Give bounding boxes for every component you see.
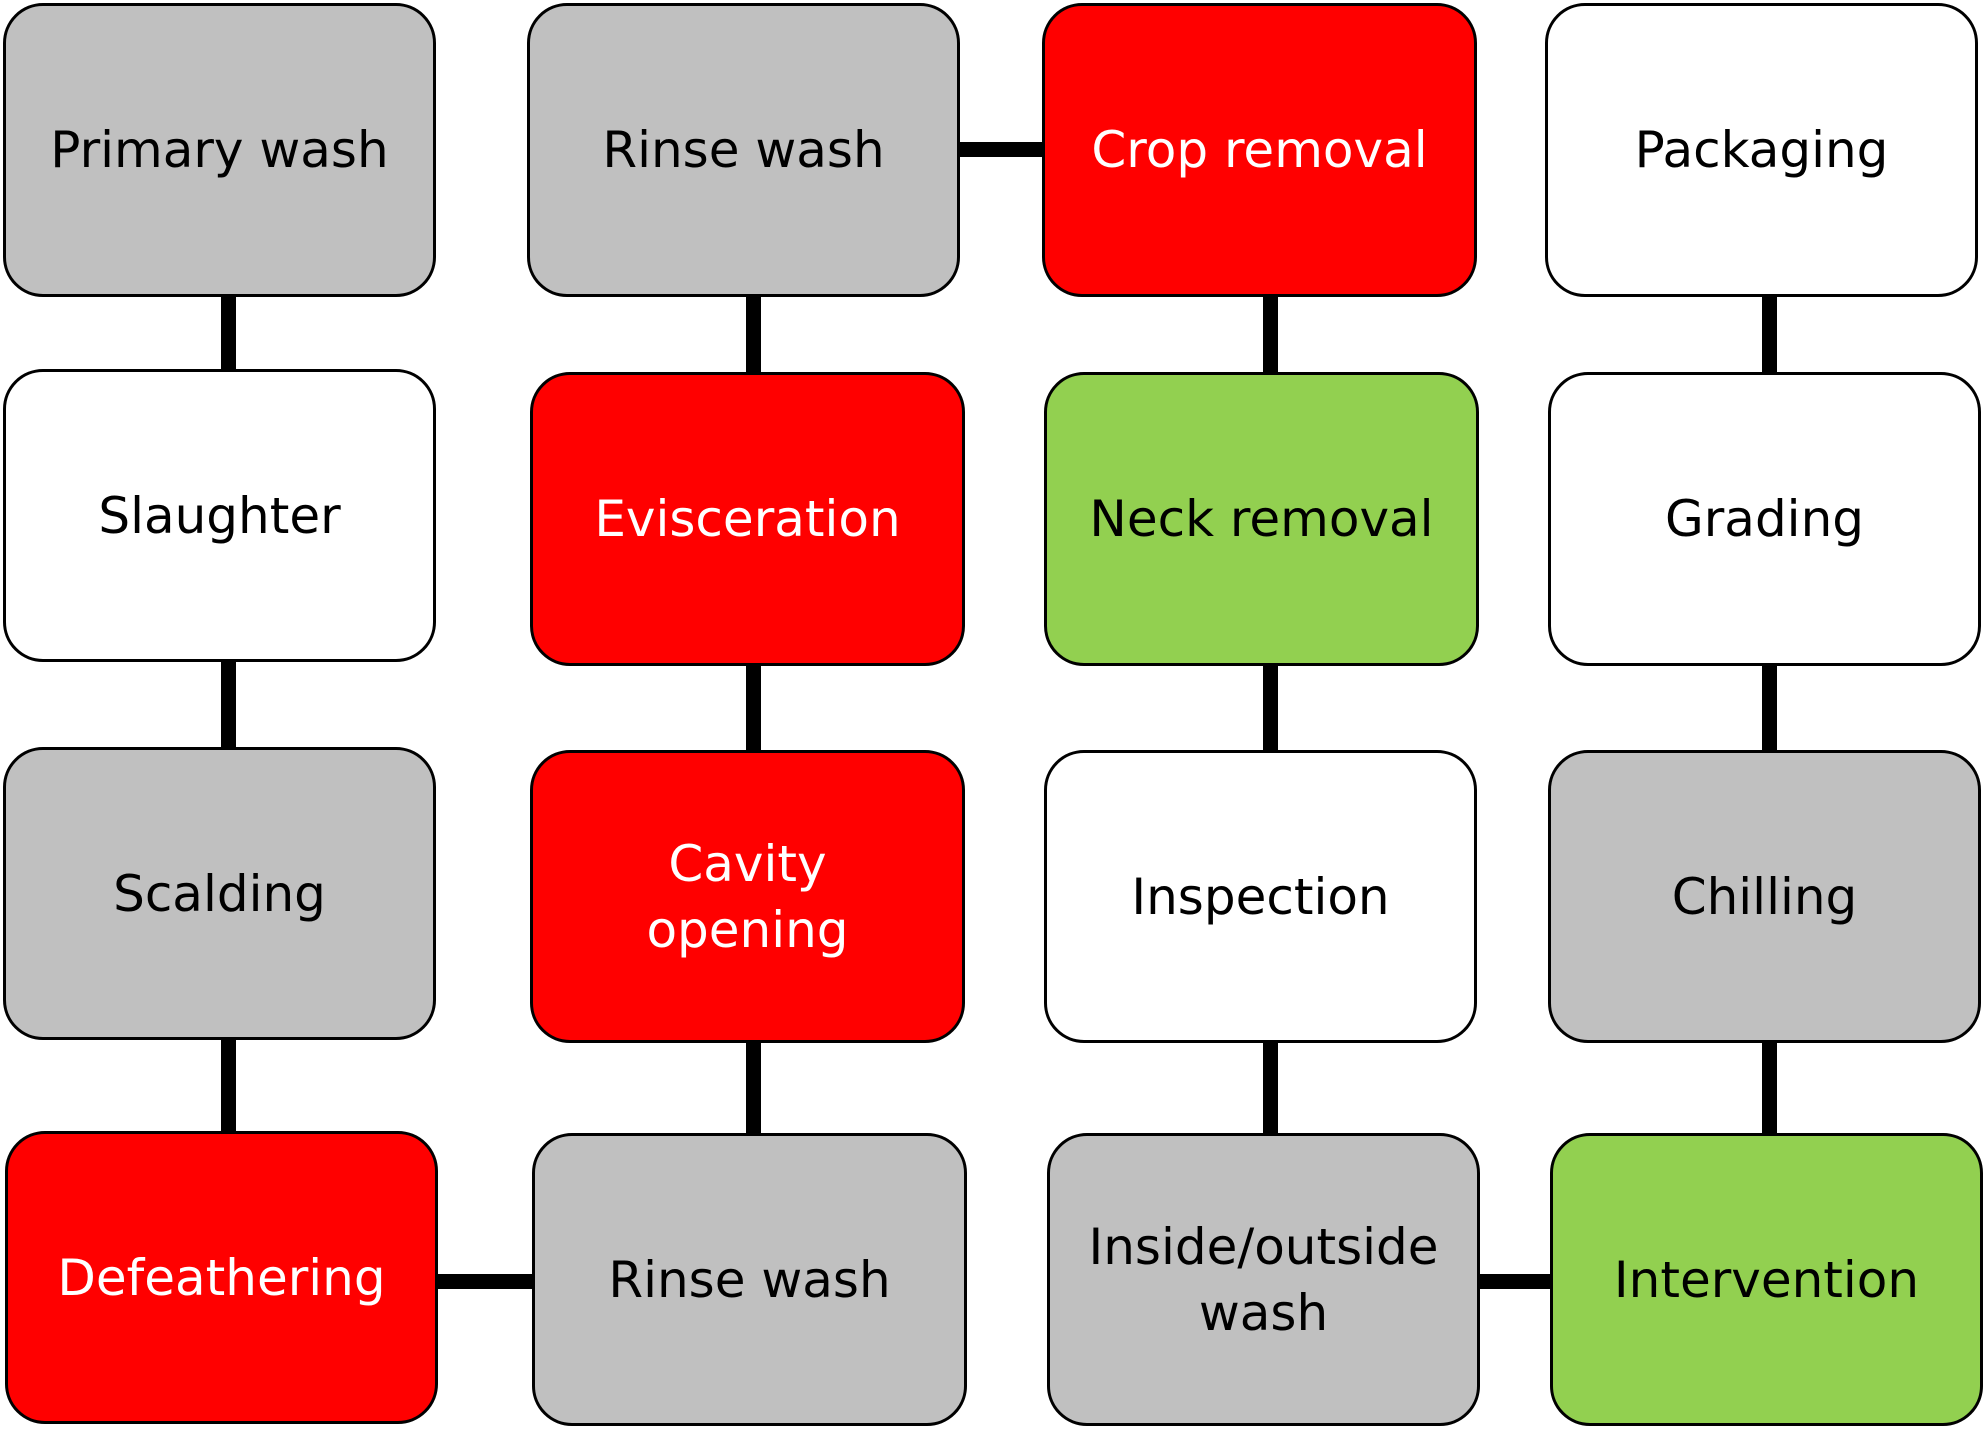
step-rinse-wash-1: Rinse wash xyxy=(532,1133,967,1426)
step-label: Rinse wash xyxy=(608,1250,891,1309)
step-packaging: Packaging xyxy=(1545,3,1978,297)
connector-grading-packaging xyxy=(1762,296,1777,372)
connector-neck-removal-inspection xyxy=(1263,666,1278,750)
connector-intervention-chilling xyxy=(1762,1043,1777,1133)
step-label: Inside/outside wash xyxy=(1088,1217,1439,1342)
step-cavity-opening: Cavity opening xyxy=(530,750,965,1043)
step-label: Intervention xyxy=(1613,1250,1920,1309)
step-inspection: Inspection xyxy=(1044,750,1477,1043)
step-label: Slaughter xyxy=(98,486,341,545)
connector-rinse-wash-crop-removal xyxy=(958,142,1044,157)
step-label: Chilling xyxy=(1671,867,1858,926)
step-label: Grading xyxy=(1665,490,1864,548)
connector-evisceration-rinse-wash xyxy=(746,296,761,372)
step-label: Defeathering xyxy=(57,1248,386,1307)
connector-rinse-wash-cavity-opening xyxy=(746,1043,761,1133)
step-evisceration: Evisceration xyxy=(530,372,965,666)
step-neck-removal: Neck removal xyxy=(1044,372,1479,666)
step-crop-removal: Crop removal xyxy=(1042,3,1477,297)
step-primary-wash: Primary wash xyxy=(3,3,436,297)
step-scalding: Scalding xyxy=(3,747,436,1040)
step-label: Scalding xyxy=(113,864,326,923)
connector-primary-wash-slaughter xyxy=(221,296,236,369)
step-defeathering: Defeathering xyxy=(5,1131,438,1424)
step-intervention: Intervention xyxy=(1550,1133,1983,1426)
connector-chilling-grading xyxy=(1762,666,1777,750)
connector-defeathering-rinse-wash xyxy=(437,1274,533,1289)
connector-cavity-opening-evisceration xyxy=(746,666,761,750)
step-label: Crop removal xyxy=(1091,121,1428,179)
connector-slaughter-scalding xyxy=(221,661,236,747)
connector-inside-outside-wash-intervention xyxy=(1478,1274,1552,1289)
connector-crop-removal-neck-removal xyxy=(1263,296,1278,372)
step-label: Rinse wash xyxy=(602,121,885,179)
connector-scalding-defeathering xyxy=(221,1039,236,1131)
step-label: Inspection xyxy=(1131,867,1390,926)
step-label: Primary wash xyxy=(50,121,389,179)
connector-inspection-inside-outside-wash xyxy=(1263,1043,1278,1133)
step-chilling: Chilling xyxy=(1548,750,1981,1043)
step-label: Neck removal xyxy=(1089,490,1434,548)
step-grading: Grading xyxy=(1548,372,1981,666)
step-slaughter: Slaughter xyxy=(3,369,436,662)
step-rinse-wash-2: Rinse wash xyxy=(527,3,960,297)
step-label: Evisceration xyxy=(594,490,901,548)
step-label: Packaging xyxy=(1634,121,1889,179)
step-label: Cavity opening xyxy=(646,834,849,959)
step-inside-outside-wash: Inside/outside wash xyxy=(1047,1133,1480,1426)
